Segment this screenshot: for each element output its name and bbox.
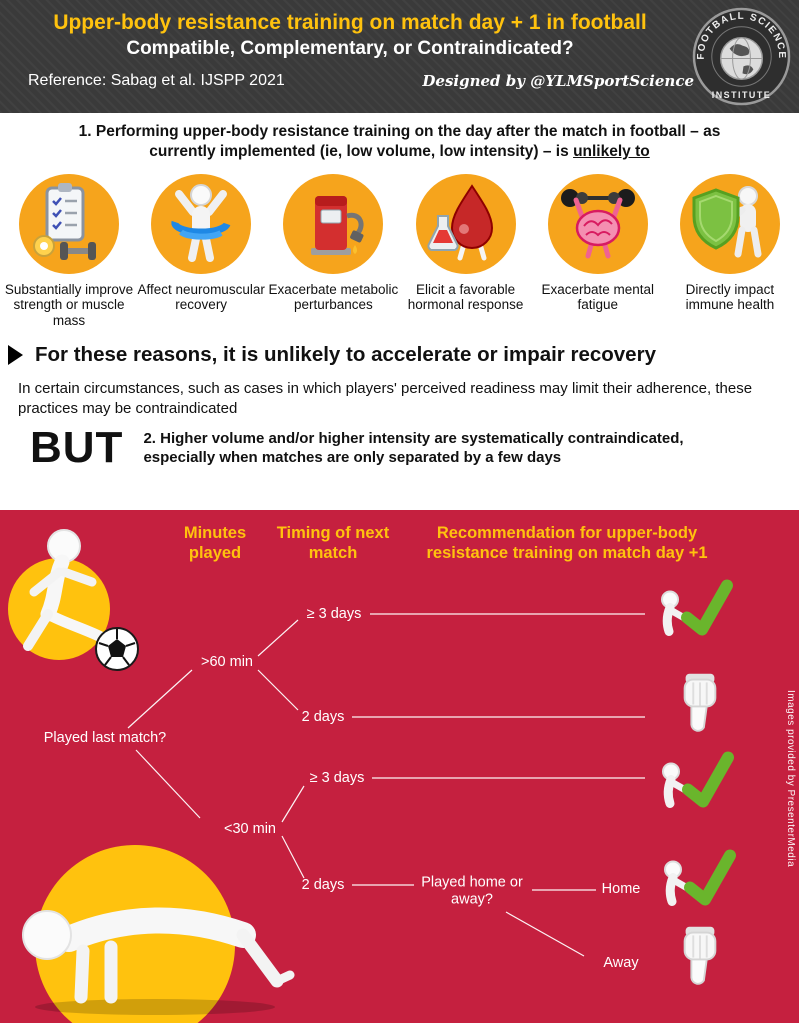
point2-text: 2. Higher volume and/or higher intensity… (143, 429, 684, 467)
approve-icon (658, 748, 738, 817)
fuel-pump-icon (283, 173, 384, 274)
node-home: Home (601, 881, 641, 897)
section1-intro: 1. Performing upper-body resistance trai… (55, 122, 745, 162)
football-science-institute-logo: FOOTBALL SCIENCE INSTITUTE (692, 7, 791, 106)
blood-drop-icon (415, 173, 516, 274)
column-header-recommendation: Recommendation for upper-body resistance… (426, 524, 708, 562)
reasons-text: For these reasons, it is unlikely to acc… (35, 343, 656, 367)
node-timing-2days-a: 2 days (301, 709, 345, 725)
but-block: BUT 2. Higher volume and/or higher inten… (30, 426, 783, 470)
page-subtitle: Compatible, Complementary, or Contraindi… (126, 38, 574, 60)
node-timing-2days-b: 2 days (301, 877, 345, 893)
approve-icon (660, 846, 740, 915)
footballer-kicking-image (23, 529, 139, 671)
reference-text: Reference: Sabag et al. IJSPP 2021 (28, 72, 285, 90)
benefit-label: Directly impact immune health (685, 281, 775, 313)
play-arrow-icon (8, 345, 23, 366)
column-header-minutes: Minutes played (183, 524, 247, 562)
decision-tree-section: Minutes played Timing of next match Reco… (0, 510, 799, 1023)
contraindication-note: In certain circumstances, such as cases … (18, 380, 753, 417)
but-label: BUT (30, 423, 124, 473)
benefit-label: Substantially improve strength or muscle… (4, 281, 134, 328)
globe-badge-icon: FOOTBALL SCIENCE INSTITUTE (692, 7, 791, 106)
node-away: Away (603, 955, 639, 971)
checklist-dumbbell-icon (19, 173, 119, 274)
logo-bottom-text: INSTITUTE (712, 90, 771, 100)
benefit-item: Substantially improve strength or muscle… (4, 173, 134, 329)
page-title: Upper-body resistance training on match … (53, 11, 647, 34)
intro-underlined-text: unlikely to (573, 142, 650, 160)
image-credit-text: Images provided by PresenterMedia (785, 690, 796, 868)
push-up-figure-image (22, 907, 295, 1015)
approve-icon (657, 576, 737, 645)
benefit-label: Affect neuromuscular recovery (137, 281, 265, 313)
benefit-item: Directly impact immune health (665, 173, 795, 329)
benefit-icons-row: Substantially improve strength or muscle… (0, 173, 799, 329)
benefit-item: Exacerbate mental fatigue (533, 173, 663, 329)
designed-by-text: Designed by @YLMSportScience (422, 72, 694, 91)
benefit-item: Exacerbate metabolic perturbances (268, 173, 399, 329)
node-over-60-min: >60 min (201, 654, 253, 670)
node-timing-3days-a: ≥ 3 days (306, 606, 362, 622)
column-header-timing: Timing of next match (276, 524, 390, 562)
reasons-heading: For these reasons, it is unlikely to acc… (8, 343, 799, 367)
reject-icon (676, 923, 724, 998)
benefit-label: Elicit a favorable hormonal response (407, 281, 524, 313)
intro-text: 1. Performing upper-body resistance trai… (78, 123, 721, 160)
section-1: 1. Performing upper-body resistance trai… (0, 113, 799, 510)
node-under-30-min: <30 min (224, 821, 276, 837)
header: Upper-body resistance training on match … (0, 0, 799, 113)
benefit-item: Elicit a favorable hormonal response (401, 173, 531, 329)
benefit-item: Affect neuromuscular recovery (136, 173, 266, 329)
neuromuscular-recovery-icon (151, 173, 252, 274)
benefit-label: Exacerbate mental fatigue (541, 281, 655, 313)
benefit-label: Exacerbate metabolic perturbances (268, 281, 399, 313)
node-home-away-question: Played home or away? (421, 874, 523, 908)
node-timing-3days-b: ≥ 3 days (309, 770, 365, 786)
brain-barbell-icon (547, 173, 648, 274)
node-played-last-match: Played last match? (43, 730, 167, 746)
reject-icon (676, 670, 724, 745)
immune-shield-icon (679, 173, 780, 274)
